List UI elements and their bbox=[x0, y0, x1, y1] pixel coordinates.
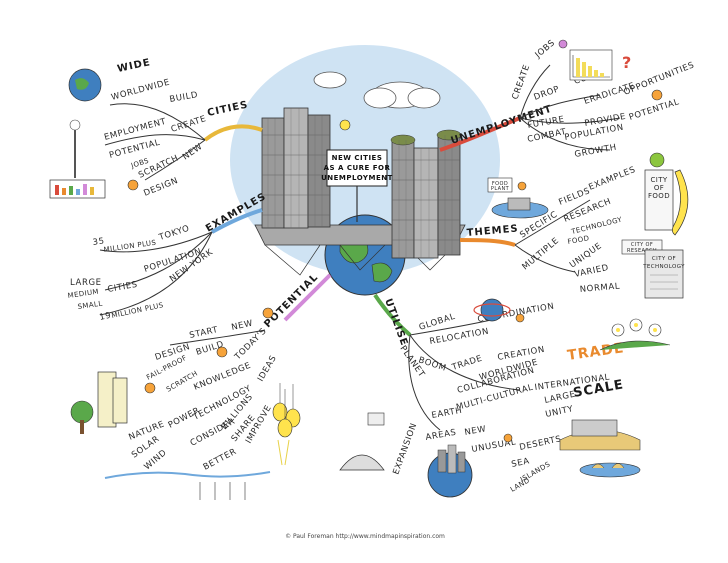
small-building-icon bbox=[368, 413, 384, 425]
word-potential-unemp: POTENTIAL bbox=[628, 97, 681, 123]
branch-potential-label: POTENTIAL bbox=[262, 272, 320, 330]
word-create: CREATE bbox=[170, 114, 208, 135]
word-sea: SEA bbox=[511, 456, 531, 470]
wind-turbine-icon bbox=[200, 482, 245, 500]
svg-text:CITY OF: CITY OF bbox=[652, 256, 676, 262]
central-sign-line-2: AS A CURE FOR bbox=[324, 164, 391, 172]
word-drop: DROP bbox=[533, 84, 561, 103]
word-trade: TRADE bbox=[450, 354, 484, 374]
word-large: LARGE bbox=[70, 278, 102, 288]
word-expansion: EXPANSION bbox=[391, 422, 419, 476]
desert-city-icon bbox=[560, 420, 640, 450]
city-of-technology-icon: CITY OF TECHNOLOGY bbox=[642, 250, 685, 298]
sun-icon bbox=[340, 120, 350, 130]
word-worldwide: WORLDWIDE bbox=[110, 78, 171, 103]
cogwheel-icon bbox=[128, 180, 138, 190]
central-sign-line-1: NEW CITIES bbox=[332, 154, 383, 162]
branch-potential: POTENTIAL START NEW DESIGN BUILD TODAY'S… bbox=[71, 272, 330, 500]
branch-examples: EXAMPLES 35 MILLION PLUS TOKYO POPULATIO… bbox=[67, 191, 268, 323]
word-normal: NORMAL bbox=[579, 282, 620, 295]
right-skyscrapers bbox=[391, 130, 461, 258]
central-sign-line-3: UNEMPLOYMENT bbox=[321, 174, 393, 182]
word-todays: TODAY'S bbox=[232, 326, 268, 362]
word-ideas: IDEAS bbox=[256, 354, 279, 384]
svg-text:OF: OF bbox=[654, 184, 664, 192]
globe-ring-icon bbox=[481, 299, 503, 321]
branch-cities: CITIES WORLDWIDE BUILD WIDE EMPLOYMENT P… bbox=[50, 57, 262, 199]
cogwheel-icon bbox=[504, 434, 512, 442]
word-wide: WIDE bbox=[116, 57, 151, 75]
word-design: DESIGN bbox=[142, 176, 179, 199]
word-medium: MEDIUM bbox=[67, 288, 99, 300]
tree-icon bbox=[71, 401, 93, 423]
word-tokyo: TOKYO bbox=[157, 224, 191, 244]
food-plant-sign-line-2: PLANT bbox=[491, 186, 510, 192]
cogwheel-icon bbox=[263, 308, 273, 318]
word-jobs-unemp: JOBS bbox=[533, 38, 558, 61]
city-of-food-icon: CITY OF FOOD bbox=[645, 153, 688, 235]
word-creation: CREATION bbox=[497, 345, 546, 363]
word-small: SMALL bbox=[77, 300, 103, 311]
cogwheel-icon bbox=[145, 383, 155, 393]
question-mark-icon: ? bbox=[622, 53, 632, 72]
money-icon bbox=[559, 40, 567, 48]
copyright-credit: © Paul Foreman http://www.mindmapinspira… bbox=[285, 533, 445, 540]
word-better: BETTER bbox=[202, 447, 239, 473]
word-new-potential: NEW bbox=[231, 319, 255, 333]
dome-city-icon bbox=[340, 455, 384, 470]
flowers-icon bbox=[600, 319, 670, 350]
word-global: GLOBAL bbox=[418, 312, 457, 333]
food-plant-island-icon: FOOD PLANT bbox=[488, 178, 548, 218]
word-relocation: RELOCATION bbox=[429, 327, 490, 347]
word-unity: UNITY bbox=[545, 404, 575, 420]
svg-text:CITY: CITY bbox=[650, 176, 667, 184]
word-new: NEW bbox=[181, 142, 205, 163]
bar-chart-sketch-icon bbox=[50, 120, 105, 198]
cogwheel-icon bbox=[518, 182, 526, 190]
branch-utilise-label: UTILISE bbox=[382, 297, 409, 348]
cogwheel-icon bbox=[652, 90, 662, 100]
word-examples-themes: EXAMPLES bbox=[587, 165, 637, 193]
word-food: FOOD bbox=[567, 234, 590, 246]
word-fields: FIELDS bbox=[557, 186, 591, 208]
left-skyscrapers bbox=[262, 108, 330, 228]
cogwheel-icon bbox=[516, 314, 524, 322]
word-nature: NATURE bbox=[127, 419, 166, 442]
svg-text:TECHNOLOGY: TECHNOLOGY bbox=[642, 264, 685, 270]
cogwheel-icon bbox=[217, 347, 227, 357]
word-deserts: DESERTS bbox=[519, 434, 563, 453]
central-image: NEW CITIES AS A CURE FOR UNEMPLOYMENT bbox=[230, 45, 500, 295]
word-potential: POTENTIAL bbox=[108, 138, 161, 161]
word-areas: AREAS bbox=[425, 428, 458, 443]
declining-chart-icon bbox=[570, 50, 612, 80]
word-new-utilise: NEW bbox=[464, 424, 487, 438]
word-build: BUILD bbox=[169, 90, 199, 105]
svg-text:FOOD: FOOD bbox=[648, 192, 670, 200]
word-growth: GROWTH bbox=[574, 143, 618, 160]
branch-utilise: UTILISE GLOBAL CO-ORDINATION RELOCATION … bbox=[340, 295, 670, 497]
light-bulbs-icon bbox=[273, 383, 300, 465]
word-earth: EARTH bbox=[431, 406, 463, 421]
sea-islands-icon bbox=[580, 463, 640, 477]
word-cities: CITIES bbox=[107, 280, 139, 295]
